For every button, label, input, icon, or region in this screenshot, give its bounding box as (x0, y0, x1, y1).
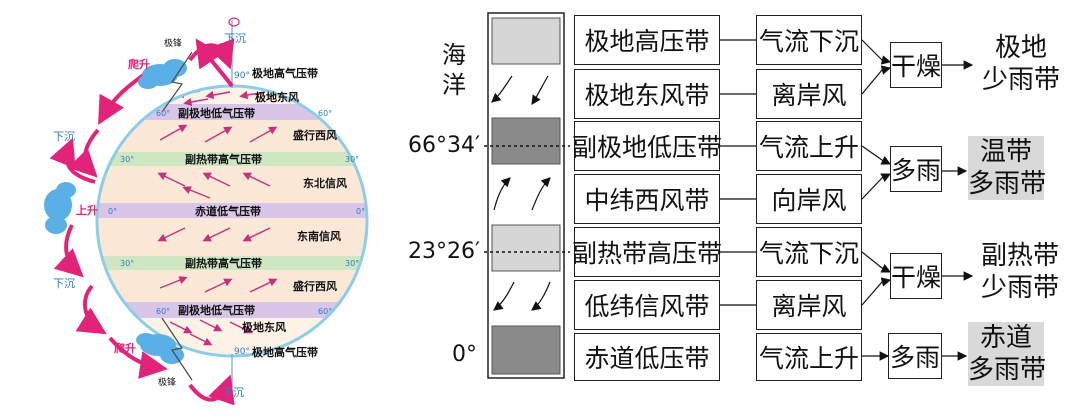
wind-arrows (150, 89, 278, 346)
belt-box-polar-high: 极地高压带 (574, 15, 720, 65)
subtropical-high-band-n (97, 152, 367, 166)
svg-text:60°: 60° (156, 109, 170, 118)
svg-text:30°: 30° (345, 155, 359, 164)
climate-equatorial: 赤道多雨带 (968, 322, 1047, 386)
effect-box-sinking-2: 气流下沉 (756, 227, 862, 277)
label-sub-low-s: 副极地低气压带 (178, 303, 255, 317)
label-down-top: 下沉 (224, 32, 246, 45)
climate-polar: 极地少雨带 (981, 33, 1060, 95)
belt-box-subpolar-low: 副极地低压带 (572, 121, 722, 171)
result-box-wet-2: 多雨 (888, 333, 942, 379)
label-down-left-upper: 下沉 (53, 130, 75, 143)
belt-box-westerly: 中纬西风带 (574, 174, 720, 224)
result-box-dry-2: 干燥 (890, 253, 942, 299)
belt-box-polar-east: 极地东风带 (574, 69, 720, 119)
label-down-bottom: 下沉 (222, 386, 244, 399)
svg-text:0°: 0° (108, 207, 117, 216)
circulation-arrows (49, 38, 235, 406)
label-climb-bottom: 爬升 (114, 341, 136, 355)
svg-text:60°: 60° (156, 307, 170, 316)
effect-box-sinking-1: 气流下沉 (756, 15, 862, 65)
svg-text:30°: 30° (345, 259, 359, 268)
label-polar-east-s: 极地东风 (242, 320, 286, 334)
flow-connectors (484, 12, 974, 379)
effect-box-offshore-1: 离岸风 (756, 69, 862, 119)
equatorial-low-band (97, 203, 367, 218)
label-up-left: 上升 (76, 203, 98, 217)
svg-text:30°: 30° (120, 155, 134, 164)
result-box-dry-1: 干燥 (890, 42, 942, 88)
belt-box-equatorial-low: 赤道低压带 (574, 333, 720, 381)
label-90-top: 90° (234, 71, 250, 81)
svg-text:60°: 60° (318, 109, 332, 118)
label-eq-low: 赤道低气压带 (195, 204, 261, 218)
cloud-icons (44, 59, 187, 364)
label-westerly-n: 盛行西风 (293, 128, 337, 142)
label-polar-high-n: 极地高气压带 (252, 66, 318, 80)
lat-23: 23°26′ (408, 239, 480, 264)
effect-box-rising-1: 气流上升 (756, 121, 862, 171)
ocean-label: 海洋 (442, 41, 466, 99)
label-sub-high-n: 副热带高气压带 (185, 152, 262, 166)
label-90-bottom: 90° (234, 347, 250, 357)
label-sub-low-n: 副极地低气压带 (178, 106, 255, 120)
svg-text:60°: 60° (318, 307, 332, 316)
sub-polar-low-band-s (97, 302, 367, 318)
pressure-belt-globe: 爬升 极锋 下沉 90° 极地高气压带 极地东风 副极地低气压带 盛行西风 副热… (44, 17, 369, 406)
lat-0: 0° (452, 342, 477, 367)
label-front-bottom: 极锋 (158, 376, 176, 388)
climate-temperate: 温带多雨带 (968, 136, 1047, 200)
label-se-trade: 东南信风 (297, 229, 341, 243)
label-ne-trade: 东北信风 (303, 176, 347, 190)
lat-66: 66°34′ (408, 133, 480, 158)
label-down-left-lower: 下沉 (53, 277, 75, 290)
effect-box-onshore: 向岸风 (756, 174, 862, 224)
svg-text:30°: 30° (120, 259, 134, 268)
label-polar-high-s: 极地高气压带 (252, 345, 318, 359)
label-westerly-s: 盛行西风 (293, 279, 337, 293)
effect-box-offshore-2: 离岸风 (756, 280, 862, 330)
subtropical-high-band-s (97, 256, 367, 270)
label-climb-top: 爬升 (128, 57, 150, 71)
climate-subtropical: 副热带少雨带 (980, 241, 1059, 303)
belt-box-trade: 低纬信风带 (574, 280, 720, 330)
belt-box-subtropical-high: 副热带高压带 (572, 227, 722, 277)
result-box-wet-1: 多雨 (890, 146, 942, 192)
label-front-top: 极锋 (164, 37, 182, 49)
label-sub-high-s: 副热带高气压带 (185, 256, 262, 270)
effect-box-rising-2: 气流上升 (756, 333, 862, 381)
label-polar-east-n: 极地东风 (255, 90, 299, 104)
svg-text:0°: 0° (356, 207, 365, 216)
